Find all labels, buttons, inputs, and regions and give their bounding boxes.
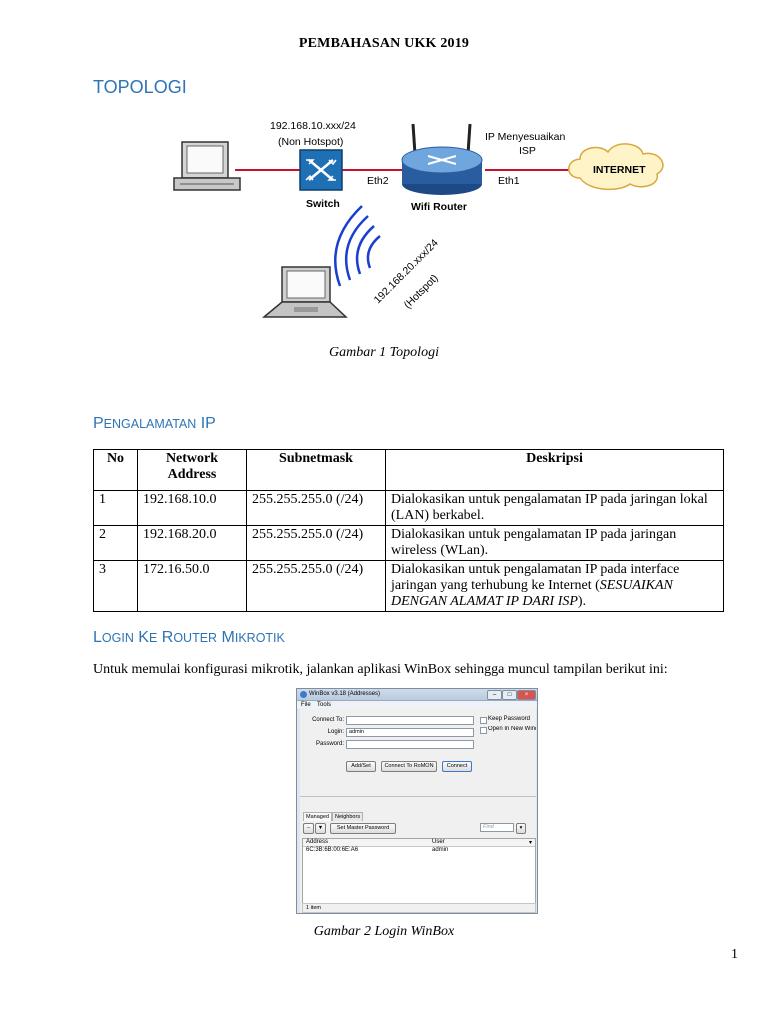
header-subnetmask: Subnetmask — [246, 449, 386, 491]
router-label: Wifi Router — [411, 201, 467, 213]
list-header: Address User ▾ — [303, 839, 535, 847]
cell-network: 172.16.50.0 — [137, 560, 247, 612]
password-input[interactable] — [346, 740, 474, 749]
isp-label-line2: ISP — [519, 145, 536, 157]
cell-desc: Dialokasikan untuk pengalamatan IP pada … — [385, 525, 724, 561]
set-master-password-button[interactable]: Set Master Password — [330, 823, 396, 834]
menu-file[interactable]: File — [301, 702, 311, 708]
status-bar: 1 item — [302, 903, 536, 913]
cell-desc: Dialokasikan untuk pengalamatan IP pada … — [385, 560, 724, 612]
winbox-menubar: File Tools — [297, 701, 537, 709]
login-label: Login: — [327, 729, 344, 735]
header-no: No — [93, 449, 138, 491]
switch-ip-label: 192.168.10.xxx/24 — [270, 120, 356, 132]
tab-neighbors[interactable]: Neighbors — [332, 812, 364, 821]
caption-figure-1: Gambar 1 Topologi — [329, 345, 439, 360]
find-input[interactable]: Find — [480, 823, 514, 832]
topology-svg: 192.168.10.xxx/24 (Non Hotspot) IP Menye… — [173, 120, 664, 318]
minimize-icon[interactable]: – — [487, 690, 502, 700]
internet-cloud-icon — [568, 143, 664, 191]
heading-topologi: TOPOLOGI — [93, 77, 187, 97]
table-row: 2 192.168.20.0 255.255.255.0 (/24) Dialo… — [93, 525, 724, 561]
winbox-title: WinBox v3.18 (Addresses) — [309, 691, 381, 697]
page-number: 1 — [731, 947, 738, 962]
winbox-window: WinBox v3.18 (Addresses) – □ × File Tool… — [296, 688, 538, 914]
document-title: PEMBAHASAN UKK 2019 — [298, 36, 470, 51]
table-row: 1 192.168.10.0 255.255.255.0 (/24) Dialo… — [93, 490, 724, 526]
eth1-label: Eth1 — [498, 175, 520, 187]
connect-romon-button[interactable]: Connect To RoMON — [381, 761, 437, 772]
header-deskripsi: Deskripsi — [385, 449, 724, 491]
col-address-header[interactable]: Address — [306, 839, 329, 845]
switch-label: Switch — [306, 198, 340, 210]
managed-list: Address User ▾ 6C:3B:6B:00:6E:A6 admin — [302, 838, 536, 904]
switch-note-label: (Non Hotspot) — [278, 136, 343, 148]
row-address: 6C:3B:6B:00:6E:A6 — [306, 847, 359, 853]
isp-label-line1: IP Menyesuaikan — [485, 131, 566, 143]
find-dropdown-icon[interactable]: ▾ — [516, 823, 526, 834]
col-user-header[interactable]: User — [432, 839, 445, 845]
cell-mask: 255.255.255.0 (/24) — [246, 525, 386, 561]
winbox-titlebar: WinBox v3.18 (Addresses) – □ × — [297, 689, 537, 701]
keep-password-label: Keep Password — [488, 716, 531, 722]
intro-paragraph: Untuk memulai konfigurasi mikrotik, jala… — [93, 662, 668, 677]
cell-network: 192.168.20.0 — [137, 525, 247, 561]
cell-mask: 255.255.255.0 (/24) — [246, 490, 386, 526]
eth2-label: Eth2 — [367, 175, 389, 187]
password-label: Password: — [315, 741, 344, 747]
internet-label: INTERNET — [593, 164, 646, 176]
filter-icon[interactable]: ▼ — [315, 823, 326, 834]
add-set-button[interactable]: Add/Set — [346, 761, 376, 772]
col-menu-icon[interactable]: ▾ — [529, 840, 533, 846]
tab-managed[interactable]: Managed — [303, 812, 332, 821]
switch-icon — [299, 149, 343, 191]
heading-pengalamatan: Pengalamatan IP — [93, 415, 216, 432]
cell-no: 3 — [93, 560, 138, 612]
hotspot-ip-label: 192.168.20.xxx/24 — [372, 237, 441, 306]
laptop-icon — [261, 266, 348, 318]
menu-tools[interactable]: Tools — [317, 702, 332, 708]
winbox-panel: Connect To: Login: admin Password: Keep … — [300, 709, 536, 913]
desktop-pc-icon — [173, 141, 241, 191]
cell-no: 2 — [93, 525, 138, 561]
cell-mask: 255.255.255.0 (/24) — [246, 560, 386, 612]
list-item[interactable]: 6C:3B:6B:00:6E:A6 admin — [303, 847, 535, 854]
keep-password-checkbox[interactable] — [480, 717, 487, 724]
open-new-window-checkbox[interactable] — [480, 727, 487, 734]
connect-button[interactable]: Connect — [442, 761, 472, 772]
cell-desc: Dialokasikan untuk pengalamatan IP pada … — [385, 490, 724, 526]
heading-login: Login Ke Router Mikrotik — [93, 629, 285, 646]
row-user: admin — [432, 847, 449, 853]
open-new-window-label: Open In New Window — [488, 726, 536, 732]
winbox-logo-icon — [300, 691, 307, 698]
panel-divider — [300, 796, 536, 797]
connect-to-label: Connect To: — [312, 717, 344, 723]
cell-network: 192.168.10.0 — [137, 490, 247, 526]
login-input[interactable]: admin — [346, 728, 474, 737]
table-row: 3 172.16.50.0 255.255.255.0 (/24) Dialok… — [93, 560, 724, 612]
connect-to-input[interactable] — [346, 716, 474, 725]
cell-no: 1 — [93, 490, 138, 526]
topology-diagram: 192.168.10.xxx/24 (Non Hotspot) IP Menye… — [160, 112, 680, 342]
wifi-signal-icon — [334, 205, 381, 287]
status-text: 1 item — [306, 905, 321, 911]
remove-icon[interactable]: − — [303, 823, 314, 834]
close-icon[interactable]: × — [517, 690, 536, 700]
caption-figure-2: Gambar 2 Login WinBox — [313, 924, 455, 939]
maximize-icon[interactable]: □ — [502, 690, 517, 700]
wifi-router-icon — [401, 123, 483, 195]
